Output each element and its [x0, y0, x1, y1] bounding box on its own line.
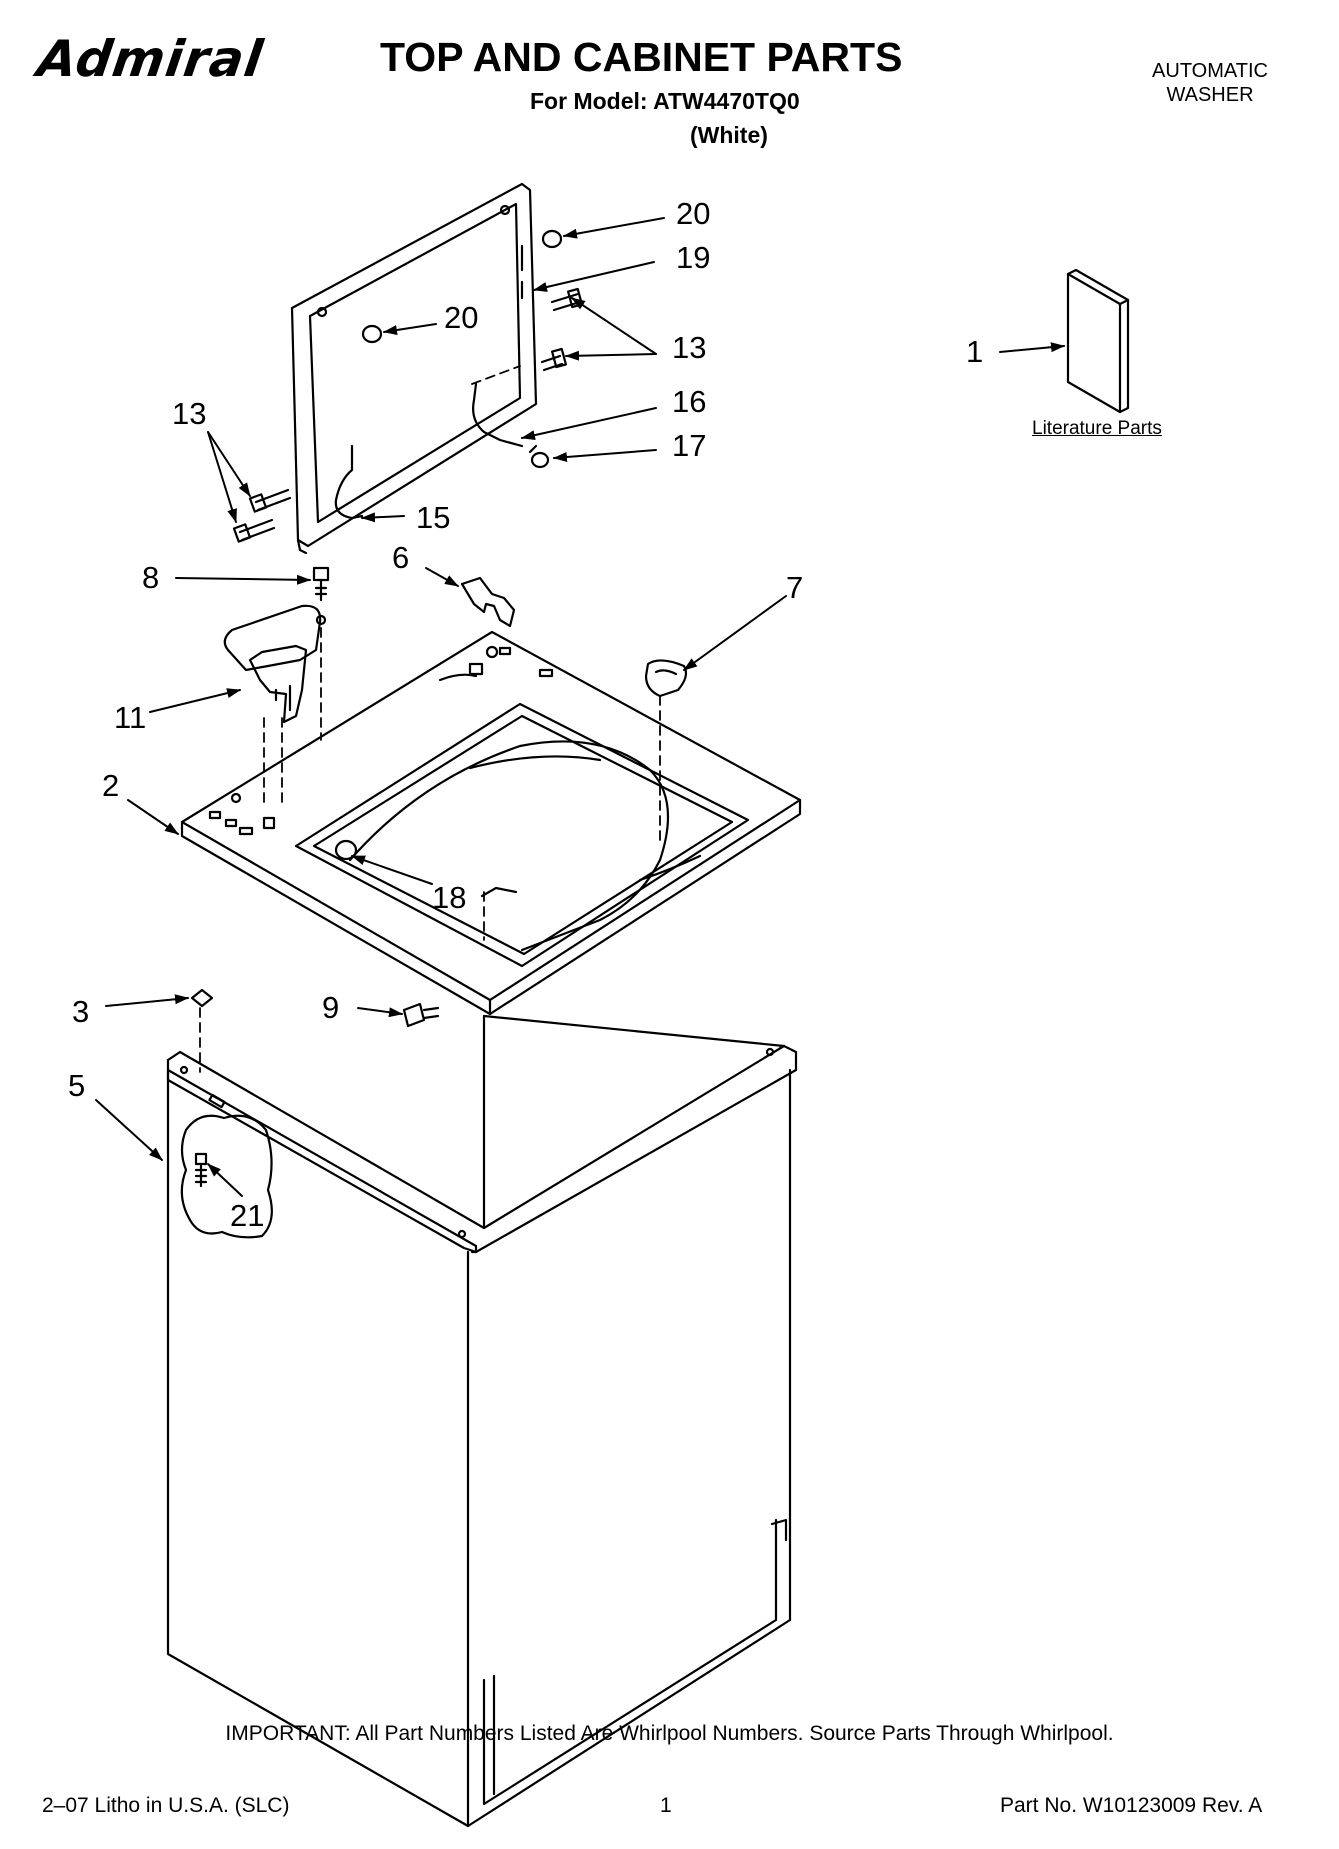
callout-8: 8: [142, 560, 160, 595]
screw-icon: [402, 1002, 440, 1028]
lid-panel: [290, 182, 538, 555]
product-type-line1: AUTOMATIC: [1152, 60, 1268, 82]
alignment-lines: [199, 365, 661, 1073]
part-number: Part No. W10123009 Rev. A: [1000, 1794, 1263, 1817]
litho-note: 2–07 Litho in U.S.A. (SLC): [42, 1794, 290, 1817]
hinge-rod-right: [472, 382, 524, 448]
callout-18: 18: [432, 880, 467, 915]
model-line: For Model: ATW4470TQ0: [530, 88, 800, 114]
callout-13-right: 13: [672, 330, 707, 365]
literature-parts-label: Literature Parts: [1032, 418, 1162, 439]
important-notice: IMPORTANT: All Part Numbers Listed Are W…: [225, 1722, 1114, 1745]
callout-20-top: 20: [676, 196, 711, 231]
callout-1: 1: [966, 334, 984, 369]
callout-17: 17: [672, 428, 707, 463]
callout-19: 19: [676, 240, 711, 275]
page-number: 1: [660, 1794, 672, 1817]
lid-switch: [223, 604, 322, 724]
clip-icon: [190, 988, 214, 1008]
product-type-line2: WASHER: [1166, 84, 1254, 106]
callout-3: 3: [72, 994, 90, 1029]
cabinet: [166, 1014, 798, 1828]
trim-icon: [644, 659, 688, 698]
callout-13-left: 13: [172, 396, 207, 431]
callout-15: 15: [416, 500, 451, 535]
page-title: TOP AND CABINET PARTS: [380, 34, 903, 80]
callout-21: 21: [230, 1198, 265, 1233]
screw-icon: [540, 287, 584, 372]
bumper-icon: [361, 229, 563, 344]
callout-16: 16: [672, 384, 707, 419]
callout-9: 9: [322, 990, 340, 1025]
clip-icon: [460, 576, 516, 628]
callout-arrows: [95, 217, 1065, 1197]
callout-11: 11: [114, 700, 147, 735]
callout-20-left: 20: [444, 300, 479, 335]
callout-6: 6: [392, 540, 410, 575]
hinge-rod: [334, 444, 364, 520]
callout-7: 7: [786, 570, 804, 605]
callout-2: 2: [102, 768, 120, 803]
nut-icon: [528, 444, 550, 469]
literature-book: [1066, 268, 1130, 414]
callout-5: 5: [68, 1068, 86, 1103]
model-variant: (White): [690, 122, 768, 148]
screw-icon: [232, 488, 292, 543]
top-panel: [180, 630, 802, 1016]
